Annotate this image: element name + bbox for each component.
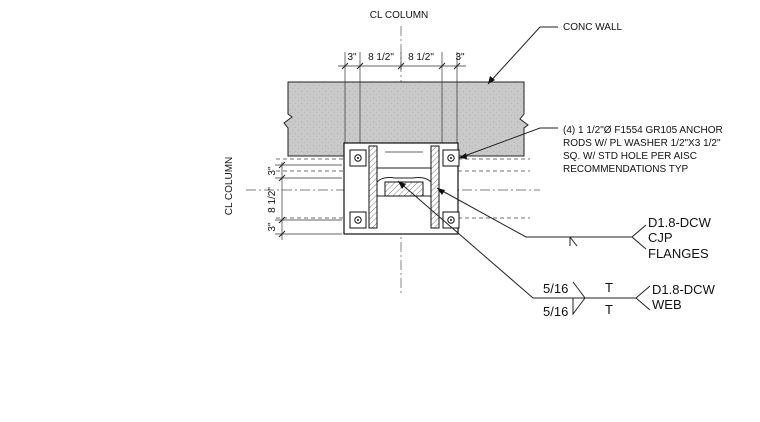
dim-h-2: 8 1/2" (368, 52, 394, 63)
web-weld-leader (397, 180, 636, 299)
dim-h-4: 3" (455, 52, 465, 63)
conc-wall-leader (487, 26, 558, 85)
anchor-rod-bottom-left (349, 211, 367, 229)
conc-wall-label: CONC WALL (563, 22, 623, 33)
dim-h-1: 3" (347, 52, 357, 63)
anchor-rod-bottom-right (442, 211, 460, 229)
dim-v-1: 3" (267, 166, 278, 176)
weld-tail-top: T (605, 280, 613, 295)
cl-column-top-label: CL COLUMN (370, 10, 429, 21)
flange-weld-leader (436, 187, 632, 238)
anchor-note-line-2: RODS W/ PL WASHER 1/2"X3 1/2" (563, 138, 721, 149)
dim-v-3: 3" (267, 222, 278, 232)
web-weld-location: WEB (652, 297, 682, 312)
anchor-note-line-3: SQ. W/ STD HOLE PER AISC (563, 151, 697, 162)
dim-h-3: 8 1/2" (408, 52, 434, 63)
web-weld-spec: D1.8-DCW (652, 282, 716, 297)
dim-v-2: 8 1/2" (267, 187, 278, 213)
anchor-rod-top-left (349, 149, 367, 167)
weld-tail-bottom: T (605, 302, 613, 317)
weld-size-top: 5/16 (543, 281, 568, 296)
anchor-note-line-1: (4) 1 1/2"Ø F1554 GR105 ANCHOR (563, 125, 723, 136)
flange-weld-location: FLANGES (648, 246, 709, 261)
anchor-rod-note: (4) 1 1/2"Ø F1554 GR105 ANCHOR RODS W/ P… (563, 125, 723, 175)
column-section (368, 145, 440, 229)
anchor-rod-top-right (442, 149, 460, 167)
anchor-note-leader (458, 127, 558, 159)
cl-column-side-label: CL COLUMN (224, 157, 235, 216)
anchor-note-line-4: RECOMMENDATIONS TYP (563, 164, 689, 175)
weld-size-bottom: 5/16 (543, 304, 568, 319)
flange-weld-type: CJP (648, 230, 673, 245)
flange-weld-spec: D1.8-DCW (648, 215, 712, 230)
